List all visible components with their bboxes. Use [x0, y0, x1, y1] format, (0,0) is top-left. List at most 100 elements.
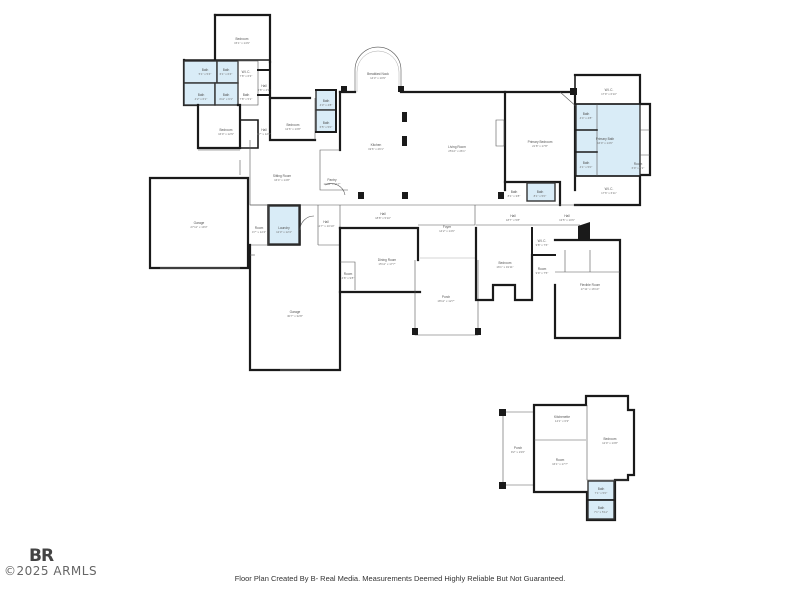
- room-room-w-label: Room: [255, 226, 264, 230]
- bath-area-10: [526, 182, 556, 202]
- room-room-e2-dims: 9'9" x 7'5": [536, 271, 549, 275]
- room-porch-dims: 18'11" x 12'7": [437, 299, 454, 303]
- room-bath-2-dims: 6'1" x 6'4": [220, 72, 233, 76]
- room-hall-c-label: Hall: [323, 220, 329, 224]
- laundry-area: [268, 205, 300, 245]
- floor-plan: Bedroom 15'1" x 14'9" Bath 5'1" x 5'4" B…: [148, 13, 652, 522]
- room-bath-11-dims: 8'1" x 5'0": [534, 194, 547, 198]
- room-foyer-dims: 14'2" x 14'6": [439, 229, 455, 233]
- room-kitchenette-label: Kitchenette: [554, 415, 570, 419]
- room-pantry-label: Pantry: [327, 178, 337, 182]
- room-garage-s-dims: 30'7" x 32'8": [287, 314, 303, 318]
- room-room-s-label: Room: [344, 272, 353, 276]
- room-wic-2-label: W.I.C.: [605, 88, 614, 92]
- room-garage-s-label: Garage: [290, 310, 301, 314]
- room-bath-6-label: Bath: [323, 99, 330, 103]
- west-garage: [148, 176, 342, 372]
- room-bath-3-dims: 4'2" x 6'1": [195, 97, 208, 101]
- room-wic-3-dims: 17'6" x 6'11": [601, 191, 617, 195]
- room-bath-5-dims: 7'8" x 5'1": [240, 97, 253, 101]
- room-wic-1-dims: 7'8" x 6'3": [240, 74, 253, 78]
- room-bath-10-label: Bath: [511, 190, 518, 194]
- room-hall-w-label: Hall: [261, 84, 267, 88]
- room-labels: Bedroom 15'1" x 14'9" Bath 5'1" x 5'4" B…: [190, 37, 644, 514]
- room-bedroom-mid-dims: 12'6" x 13'8": [285, 127, 301, 131]
- room-room-gh-label: Room: [556, 458, 565, 462]
- east-primary-wing: [474, 73, 652, 340]
- room-room-e2-label: Room: [538, 267, 547, 271]
- central-core: [249, 46, 507, 294]
- logo-mark: BR: [29, 546, 54, 566]
- room-room-w-dims: 4'7" x 12'4": [252, 230, 266, 234]
- copyright-text: ©2025 ARMLS: [4, 564, 98, 578]
- room-bedroom-w-label: Bedroom: [220, 128, 233, 132]
- room-bath-9-label: Bath: [583, 161, 590, 165]
- room-wic-4-dims: 9'8" x 7'6": [536, 243, 549, 247]
- room-primary-bath-label: Primary Bath: [596, 137, 615, 141]
- room-hall-e2-label: Hall: [564, 214, 570, 218]
- room-dining-room-label: Dining Room: [378, 258, 397, 262]
- room-primary-bath-dims: 16'0" x 14'6": [597, 141, 613, 145]
- room-laundry-label: Laundry: [278, 226, 290, 230]
- room-bath-2-label: Bath: [223, 68, 230, 72]
- room-hall-e-dims: 18'7" x 5'8": [506, 218, 520, 222]
- room-bath-gh1-label: Bath: [598, 487, 605, 491]
- room-living-room-label: Living Room: [448, 145, 466, 149]
- guest-house: [499, 394, 636, 522]
- room-hall-w2-dims: 4'7" x 12'0": [257, 132, 271, 136]
- room-porch-gh-dims: 9'2" x 23'0": [511, 450, 525, 454]
- room-garage-w-dims: 27'11" x 19'3": [190, 225, 207, 229]
- room-hall-w-dims: 3'8" x 4'3": [258, 88, 271, 92]
- room-bath-6-dims: 4'3" x 4'8": [320, 103, 333, 107]
- room-flexible-room-label: Flexible Room: [580, 283, 601, 287]
- room-flexible-room-dims: 17'11" x 16'10": [581, 287, 600, 291]
- room-kitchenette-dims: 14'1" x 6'3": [555, 419, 569, 423]
- room-bath-9-dims: 4'1" x 5'0": [580, 165, 593, 169]
- room-living-room-dims: 25'10" x 26'1": [448, 149, 465, 153]
- room-pantry-dims: 10'11" x 11'7": [323, 182, 340, 186]
- room-hall-c-dims: 11'7" x 10'10": [317, 224, 334, 228]
- room-bath-7-dims: 6'5" x 5'0": [320, 125, 333, 129]
- front-porch: [412, 257, 481, 336]
- room-bath-7-label: Bath: [323, 121, 330, 125]
- footer-disclaimer: Floor Plan Created By B- Real Media. Mea…: [234, 574, 566, 583]
- room-bath-10-dims: 8'1" x 3'8": [508, 194, 521, 198]
- room-wic-1-label: W.I.C.: [242, 70, 251, 74]
- room-wic-3-label: W.I.C.: [605, 187, 614, 191]
- room-bedroom-w-dims: 16'0" x 12'9": [218, 132, 234, 136]
- room-bath-8-dims: 4'4" x 4'8": [580, 116, 593, 120]
- room-bath-5-label: Bath: [243, 93, 250, 97]
- room-wic-2-dims: 17'9" x 6'10": [601, 92, 617, 96]
- room-bath-11-label: Bath: [537, 190, 544, 194]
- brand-logo: BR ©2025 ARMLS: [4, 546, 104, 582]
- room-wic-4-label: W.I.C.: [538, 239, 547, 243]
- room-primary-bedroom-dims: 21'8" x 17'8": [532, 144, 548, 148]
- room-bath-gh2-label: Bath: [598, 506, 605, 510]
- room-bedroom-gh-dims: 12'0" x 13'8": [602, 441, 618, 445]
- room-primary-bedroom-label: Primary Bedroom: [528, 140, 553, 144]
- room-hall-c2-label: Hall: [380, 212, 386, 216]
- room-bath-8-label: Bath: [583, 112, 590, 116]
- room-room-e-dims: 6'9" x 5'1": [632, 166, 645, 170]
- room-bath-4-dims: 4'11" x 6'1": [219, 97, 233, 101]
- room-bedroom-nw-dims: 15'1" x 14'9": [234, 41, 250, 45]
- room-room-s-dims: 4'8" x 9'8": [342, 276, 355, 280]
- room-room-e-label: Room: [634, 162, 643, 166]
- room-hall-c2-dims: 18'8" x 5'10": [375, 216, 391, 220]
- room-bedroom-s-label: Bedroom: [499, 261, 512, 265]
- room-bath-4-label: Bath: [223, 93, 230, 97]
- room-breakfast-nook-label: Breakfast Nook: [367, 72, 389, 76]
- room-room-gh-dims: 16'1" x 17'7": [552, 462, 568, 466]
- room-bedroom-nw-label: Bedroom: [236, 37, 249, 41]
- room-bath-gh1-dims: 7'1" x 5'0": [595, 491, 608, 495]
- west-bedroom-wing: [182, 13, 337, 175]
- room-foyer-label: Foyer: [443, 225, 452, 229]
- room-hall-e-label: Hall: [510, 214, 516, 218]
- breakfast-nook-bay: [354, 46, 402, 92]
- room-sitting-room-dims: 16'4" x 14'8": [274, 178, 290, 182]
- room-bath-gh2-dims: 7'1" x 5'11": [594, 510, 608, 514]
- room-bath-1-label: Bath: [202, 68, 209, 72]
- room-laundry-dims: 12'3" x 12'4": [276, 230, 292, 234]
- room-hall-w2-label: Hall: [261, 128, 267, 132]
- room-bath-1-dims: 5'1" x 5'4": [199, 72, 212, 76]
